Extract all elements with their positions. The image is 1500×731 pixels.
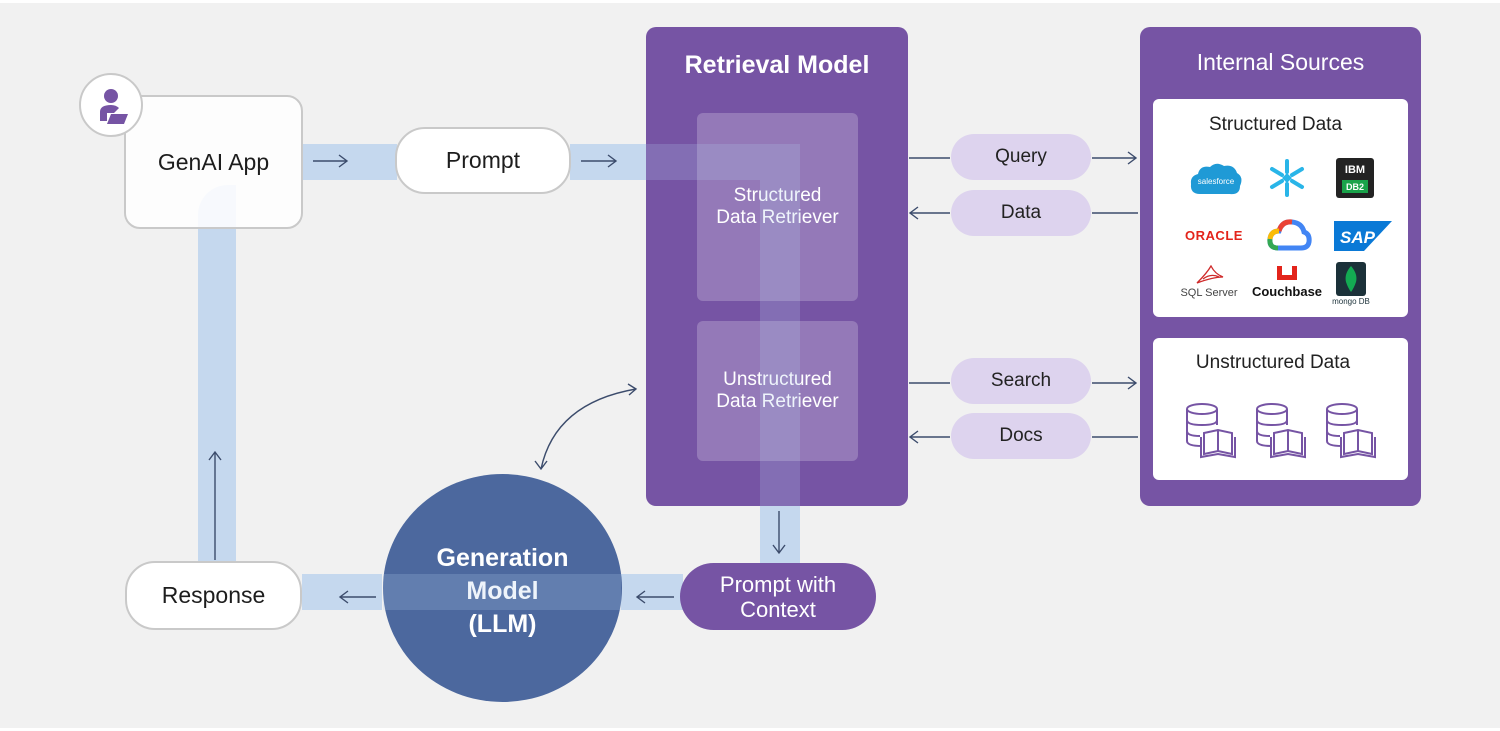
generation-model-label: Generation Model (LLM) bbox=[436, 544, 569, 638]
query-pill[interactable]: Query bbox=[951, 134, 1091, 180]
sql-server-logo: SQL Server bbox=[1172, 259, 1246, 305]
couchbase-text: Couchbase bbox=[1251, 284, 1323, 299]
svg-text:DB2: DB2 bbox=[1346, 182, 1364, 192]
user-avatar-icon bbox=[79, 73, 143, 137]
ibm-db2-logo: IBM DB2 bbox=[1330, 157, 1380, 199]
flow-band-response-left bbox=[302, 574, 382, 610]
docs-pill[interactable]: Docs bbox=[951, 413, 1091, 459]
arrow-llm-retrieval-curve bbox=[534, 383, 638, 471]
response-pill[interactable]: Response bbox=[125, 561, 302, 630]
snowflake-logo bbox=[1262, 157, 1312, 199]
data-pill[interactable]: Data bbox=[951, 190, 1091, 236]
salesforce-logo: salesforce bbox=[1186, 159, 1246, 201]
database-docs-icon bbox=[1256, 403, 1306, 458]
genai-app-label: GenAI App bbox=[157, 149, 270, 175]
structured-data-retriever[interactable]: Structured Data Retriever bbox=[697, 113, 858, 301]
genai-app-box[interactable]: GenAI App bbox=[124, 95, 303, 229]
prompt-with-context-pill[interactable]: Prompt with Context bbox=[680, 563, 876, 630]
flow-band-llm-overlay bbox=[383, 574, 621, 610]
flow-band-genai-prompt bbox=[302, 144, 397, 180]
sap-logo: SAP bbox=[1332, 218, 1394, 254]
flow-band-retrieval-overlay-vertical bbox=[760, 180, 800, 506]
oracle-logo: ORACLE bbox=[1176, 218, 1252, 252]
mongodb-text: mongo DB bbox=[1332, 297, 1370, 306]
mongodb-logo: mongo DB bbox=[1326, 259, 1376, 309]
internal-sources-title: Internal Sources bbox=[1196, 49, 1365, 75]
retrieval-model-title: Retrieval Model bbox=[684, 51, 870, 79]
unstructured-data-retriever[interactable]: Unstructured Data Retriever bbox=[697, 321, 858, 461]
structured-data-title: Structured Data bbox=[1208, 114, 1343, 135]
search-pill[interactable]: Search bbox=[951, 358, 1091, 404]
flow-band-retrieval-overlay bbox=[646, 144, 800, 180]
sql-server-text: SQL Server bbox=[1180, 287, 1238, 299]
unstructured-icons bbox=[1180, 401, 1390, 461]
salesforce-text: salesforce bbox=[1198, 177, 1235, 186]
generation-model-circle[interactable] bbox=[383, 474, 622, 702]
database-docs-icon bbox=[1186, 403, 1236, 459]
couchbase-logo: Couchbase bbox=[1250, 259, 1324, 305]
unstructured-data-title: Unstructured Data bbox=[1195, 352, 1351, 373]
flow-band-response-up bbox=[198, 185, 236, 563]
database-docs-icon bbox=[1326, 403, 1376, 458]
oracle-text: ORACLE bbox=[1185, 227, 1243, 243]
svg-text:IBM: IBM bbox=[1345, 164, 1365, 176]
google-cloud-logo bbox=[1264, 216, 1314, 256]
retrieval-model-panel bbox=[646, 27, 908, 506]
prompt-pill[interactable]: Prompt bbox=[395, 127, 571, 194]
flow-band-context-left bbox=[621, 574, 683, 610]
sap-text: SAP bbox=[1340, 228, 1376, 247]
